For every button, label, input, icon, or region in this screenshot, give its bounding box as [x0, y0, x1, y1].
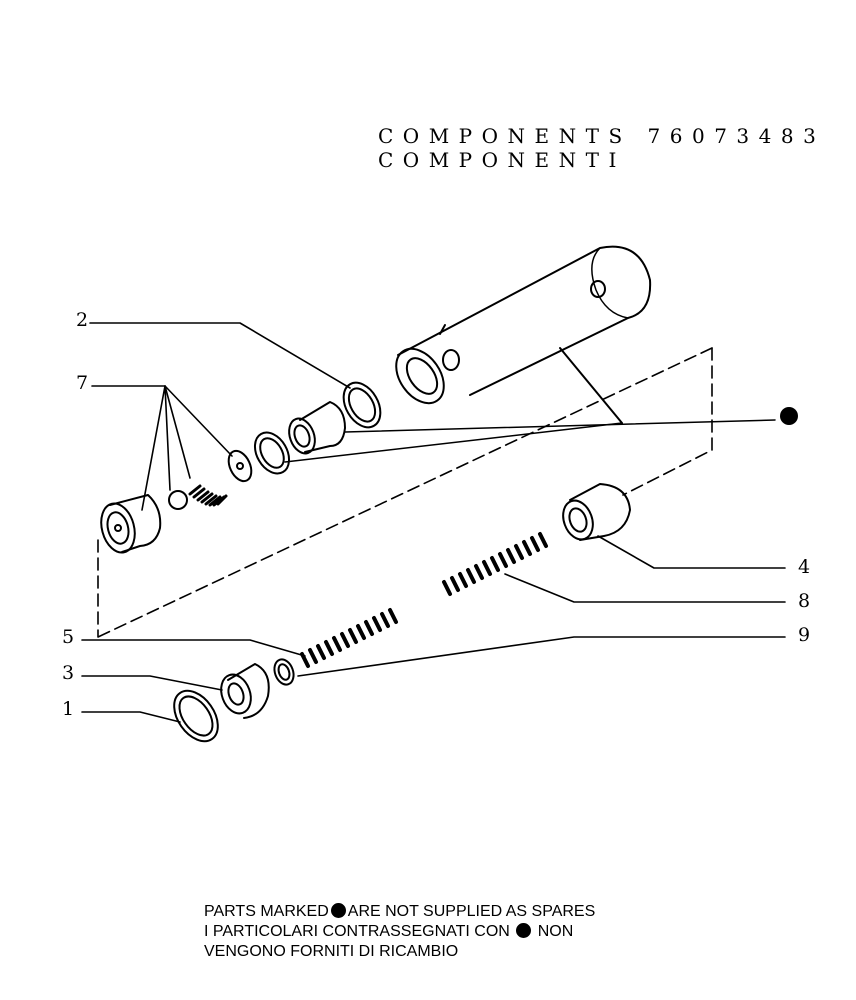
note-line-1b: ARE NOT SUPPLIED AS SPARES: [347, 903, 596, 920]
callout-7: 7: [76, 372, 88, 394]
callout-4: 4: [798, 556, 810, 578]
bushing: [288, 401, 346, 455]
leader-lines: [81, 322, 786, 723]
marker-dot-icon: [330, 903, 346, 918]
note-line-2b: NON: [537, 923, 574, 940]
note-line-1: PARTS MARKED ARE NOT SUPPLIED AS SPARES: [204, 902, 595, 922]
callout-9: 9: [798, 624, 810, 646]
part-8-spring: [442, 532, 548, 596]
callout-5: 5: [62, 626, 74, 648]
note-line-2: I PARTICOLARI CONTRASSEGNATI CON NON: [204, 922, 573, 942]
part-5-spring: [300, 608, 398, 668]
callout-3: 3: [62, 662, 74, 684]
callout-8: 8: [798, 590, 810, 612]
part-7-disc: [227, 449, 253, 483]
part-2-o-ring: [342, 381, 382, 429]
note-line-1a: PARTS MARKED: [204, 903, 329, 920]
marker-dot-icon: [516, 923, 532, 938]
not-supplied-marker: [780, 407, 798, 425]
o-ring-small: [253, 431, 291, 475]
part-9-ring: [273, 658, 295, 686]
part-1-o-ring: [173, 689, 219, 743]
part-7-small-spring: [188, 484, 228, 507]
diagram-title: COMPONENTS 76073483: [378, 124, 826, 148]
assembly-boundary: [97, 347, 713, 638]
part-4-plug: [562, 483, 631, 541]
part-7-ball: [168, 490, 188, 510]
callout-2: 2: [76, 309, 88, 331]
note-line-2a: I PARTICOLARI CONTRASSEGNATI CON: [204, 923, 510, 940]
part-7-cap: [100, 494, 162, 554]
note-line-3: VENGONO FORNITI DI RICAMBIO: [204, 943, 459, 960]
callout-1: 1: [62, 698, 74, 720]
valve-body: [395, 245, 652, 424]
diagram-subtitle: COMPONENTI: [378, 148, 626, 172]
part-3-plug: [220, 663, 270, 719]
